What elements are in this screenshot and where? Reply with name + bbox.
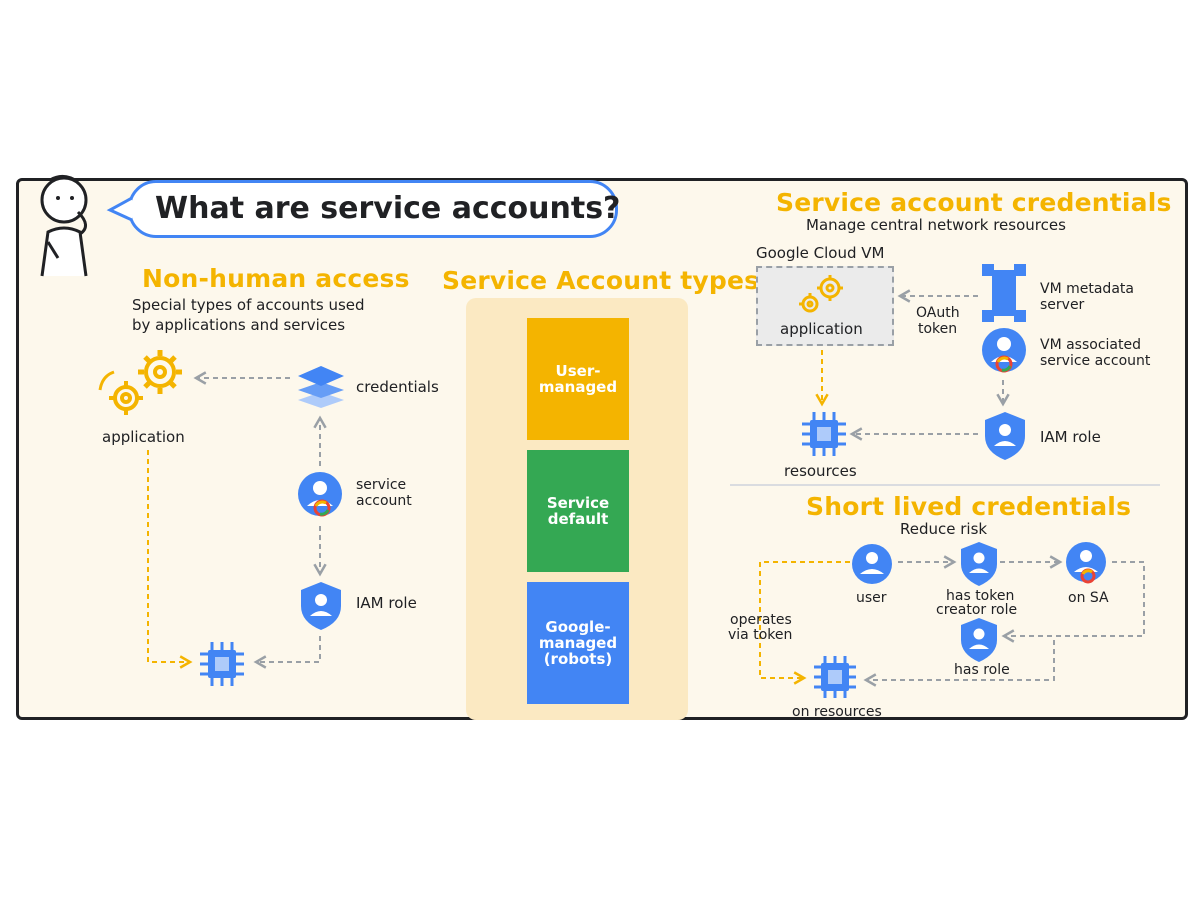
gears-icon (98, 350, 182, 415)
cred-iam-role-label: IAM role (1040, 428, 1101, 446)
application-label: application (102, 428, 185, 446)
associated-label-2: service account (1040, 353, 1151, 369)
short-lived-subtitle: Reduce risk (900, 520, 988, 538)
user-icon (852, 544, 892, 584)
oauth-label-2: token (918, 321, 958, 337)
user-label: user (856, 590, 887, 606)
token-creator-label-2: creator role (936, 602, 1018, 618)
service-account-icon (982, 328, 1026, 373)
shield-user-icon (961, 542, 997, 586)
on-sa-label: on SA (1068, 590, 1109, 606)
shield-user-icon (961, 618, 997, 662)
server-icon (982, 264, 1026, 322)
page-title: What are service accounts? (155, 191, 621, 226)
title-bubble: What are service accounts? (128, 180, 621, 238)
vm-label: Google Cloud VM (756, 244, 885, 262)
service-account-icon (1066, 542, 1106, 584)
vm-application-label: application (780, 320, 863, 338)
person-thinking-icon (40, 175, 88, 277)
short-lived-heading: Short lived credentials (806, 492, 1132, 521)
metadata-label-1: VM metadata (1040, 281, 1134, 297)
gears-icon (799, 275, 843, 313)
shield-user-icon (985, 412, 1025, 460)
credentials-heading: Service account credentials (776, 188, 1172, 217)
iam-role-label: IAM role (356, 594, 417, 612)
non-human-subtitle-1: Special types of accounts used (132, 296, 365, 314)
non-human-heading: Non-human access (142, 264, 410, 293)
credentials-label: credentials (356, 378, 439, 396)
non-human-subtitle-2: by applications and services (132, 316, 346, 334)
chip-icon (802, 412, 846, 456)
token-creator-label-1: has token (946, 588, 1015, 604)
operates-label-1: operates (730, 612, 792, 628)
chip-icon (200, 642, 244, 686)
credentials-subtitle: Manage central network resources (806, 216, 1066, 234)
chip-icon (814, 656, 856, 698)
resources-label: resources (784, 462, 857, 480)
metadata-label-2: server (1040, 297, 1085, 313)
type-user-managed: User-managed (527, 318, 629, 440)
service-account-label-1: service (356, 477, 407, 493)
oauth-label-1: OAuth (916, 305, 960, 321)
layers-icon (298, 366, 344, 408)
on-resources-label: on resources (792, 704, 882, 720)
types-heading: Service Account types (442, 266, 760, 295)
section-divider (730, 484, 1160, 486)
shield-user-icon (301, 582, 341, 630)
service-account-icon (298, 472, 342, 517)
associated-label-1: VM associated (1040, 337, 1141, 353)
type-google-managed: Google-managed(robots) (527, 582, 629, 704)
has-role-label: has role (954, 662, 1010, 678)
service-account-label-2: account (356, 493, 412, 509)
operates-label-2: via token (728, 627, 793, 643)
bubble-tail (106, 196, 133, 222)
